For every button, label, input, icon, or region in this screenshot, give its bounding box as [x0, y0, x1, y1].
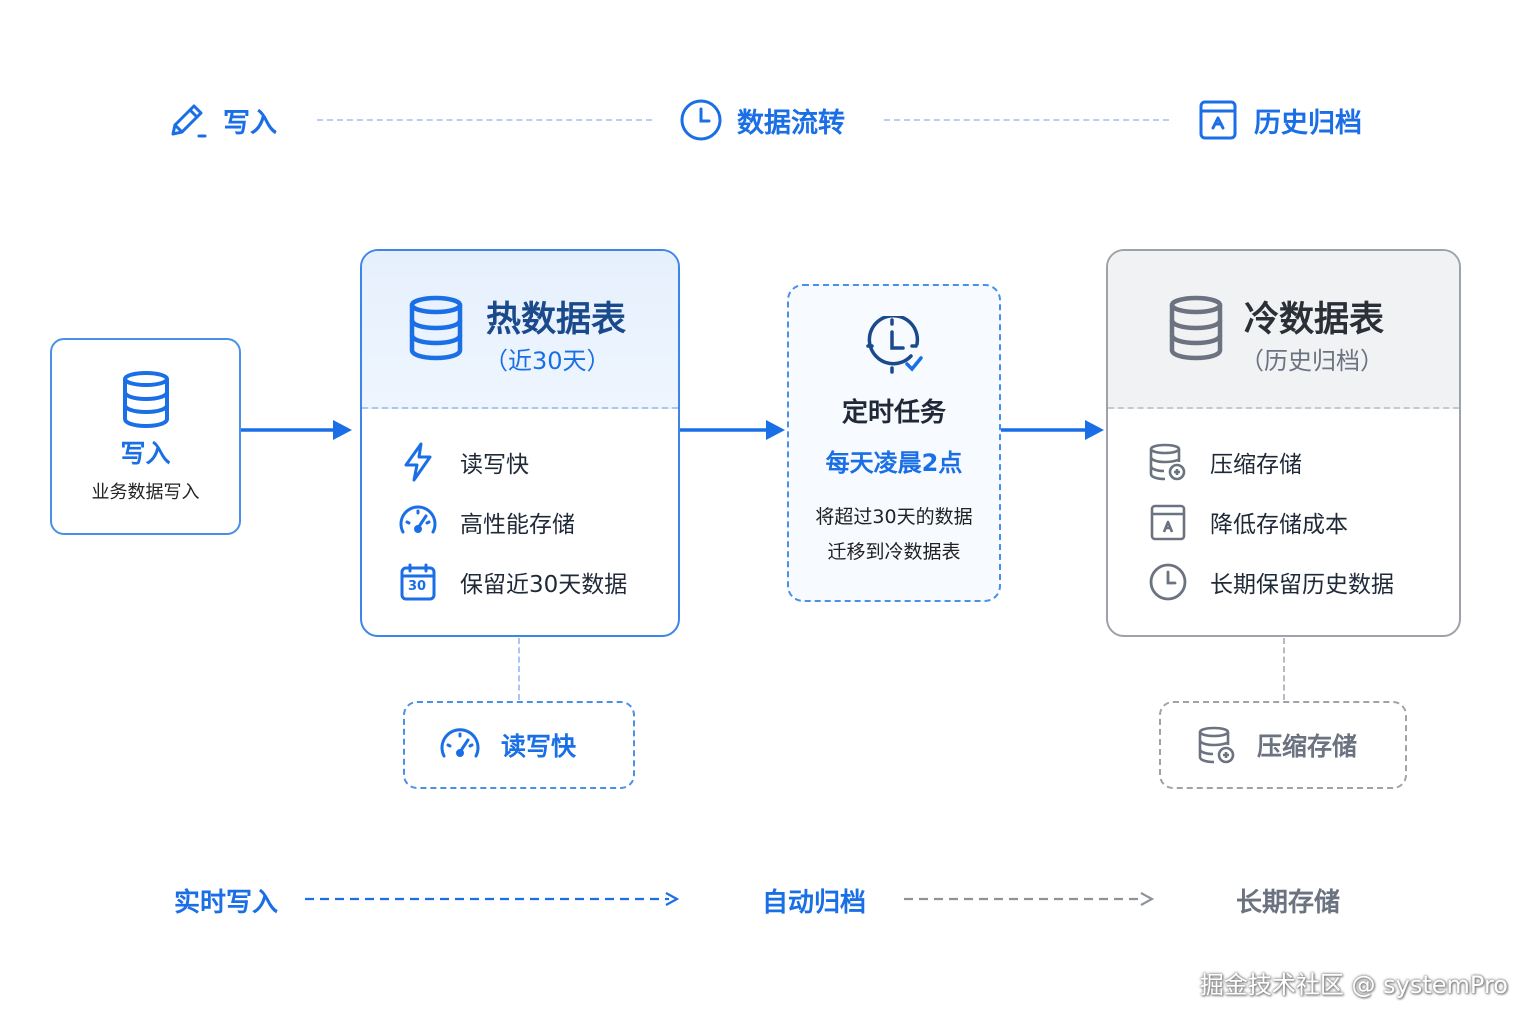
write-box-title: 写入 [120, 439, 171, 468]
scheduled-task-box: 定时任务 每天凌晨2点 将超过30天的数据 迁移到冷数据表 [787, 284, 1001, 602]
header-step-write-label: 写入 [223, 107, 277, 139]
arrow-task-to-cold [1001, 420, 1104, 440]
cold-table-card: 冷数据表 （历史归档） 压缩存储 降低存储成本 [1106, 249, 1461, 637]
header-step-archive: 历史归档 [1196, 98, 1362, 142]
cold-callout-label: 压缩存储 [1257, 732, 1358, 761]
task-desc-line2: 迁移到冷数据表 [827, 541, 961, 563]
header-step-write: 写入 [165, 98, 277, 142]
database-icon [121, 370, 171, 428]
cold-table-title: 冷数据表 [1244, 300, 1385, 340]
calendar-icon: 30 [398, 562, 438, 602]
write-source-box: 写入 业务数据写入 [50, 338, 241, 535]
arrow-write-to-hot [241, 420, 352, 440]
cold-feature-compress: 压缩存储 [1148, 442, 1302, 482]
header-connector-1 [317, 119, 652, 121]
database-icon [1168, 295, 1224, 361]
hot-callout-label: 读写快 [501, 732, 577, 761]
arrow-hot-to-task [680, 420, 785, 440]
cold-feature-retention: 长期保留历史数据 [1148, 562, 1394, 602]
hot-table-subtitle: （近30天） [484, 347, 611, 375]
flow-label-long-term-storage: 长期存储 [1236, 888, 1341, 918]
clock-check-icon [863, 316, 925, 378]
speedometer-icon [398, 502, 438, 542]
clock-icon [679, 98, 723, 142]
database-icon [408, 295, 464, 361]
header-connector-2 [884, 119, 1169, 121]
hot-feature-fast: 读写快 [398, 442, 529, 482]
speedometer-icon [439, 725, 481, 765]
cold-feature-cost: 降低存储成本 [1148, 502, 1348, 542]
clock-icon [1148, 562, 1188, 602]
hot-table-title: 热数据表 [486, 300, 627, 340]
archive-box-icon [1196, 98, 1240, 142]
cold-callout-connector [1283, 638, 1285, 700]
pencil-icon [165, 98, 209, 142]
flow-label-auto-archive: 自动归档 [762, 888, 867, 918]
task-schedule: 每天凌晨2点 [825, 449, 963, 477]
database-compress-icon [1148, 442, 1188, 482]
calendar-badge: 30 [408, 579, 427, 594]
hot-feature-performance: 高性能存储 [398, 502, 575, 542]
database-compress-icon [1197, 725, 1237, 765]
cold-callout-box: 压缩存储 [1159, 701, 1407, 789]
hot-callout-box: 读写快 [403, 701, 635, 789]
cold-table-header: 冷数据表 （历史归档） [1108, 251, 1459, 409]
hot-table-card: 热数据表 （近30天） 读写快 高性能存储 30 [360, 249, 680, 637]
task-description: 将超过30天的数据 迁移到冷数据表 [815, 500, 972, 570]
header-step-archive-label: 历史归档 [1254, 107, 1362, 139]
watermark: 掘金技术社区 @ systemPro [1199, 971, 1508, 999]
header-step-flow: 数据流转 [679, 98, 845, 142]
write-box-subtitle: 业务数据写入 [91, 482, 200, 503]
flow-arrow-2 [904, 892, 1154, 906]
cold-feature-label: 长期保留历史数据 [1210, 572, 1394, 598]
flow-arrow-1 [305, 892, 679, 906]
cold-feature-label: 压缩存储 [1210, 452, 1302, 478]
hot-callout-connector [518, 638, 520, 700]
hot-table-header: 热数据表 （近30天） [362, 251, 678, 409]
cold-table-subtitle: （历史归档） [1240, 347, 1384, 375]
header-step-flow-label: 数据流转 [737, 107, 845, 139]
hot-feature-label: 高性能存储 [460, 512, 575, 538]
flow-label-realtime-write: 实时写入 [174, 888, 279, 918]
cold-feature-label: 降低存储成本 [1210, 512, 1348, 538]
hot-feature-label: 保留近30天数据 [460, 572, 628, 598]
task-desc-line1: 将超过30天的数据 [815, 506, 973, 528]
hot-feature-retention: 30 保留近30天数据 [398, 562, 627, 602]
lightning-icon [398, 442, 438, 482]
hot-feature-label: 读写快 [460, 452, 529, 478]
archive-box-icon [1148, 502, 1188, 542]
task-title: 定时任务 [841, 398, 946, 428]
